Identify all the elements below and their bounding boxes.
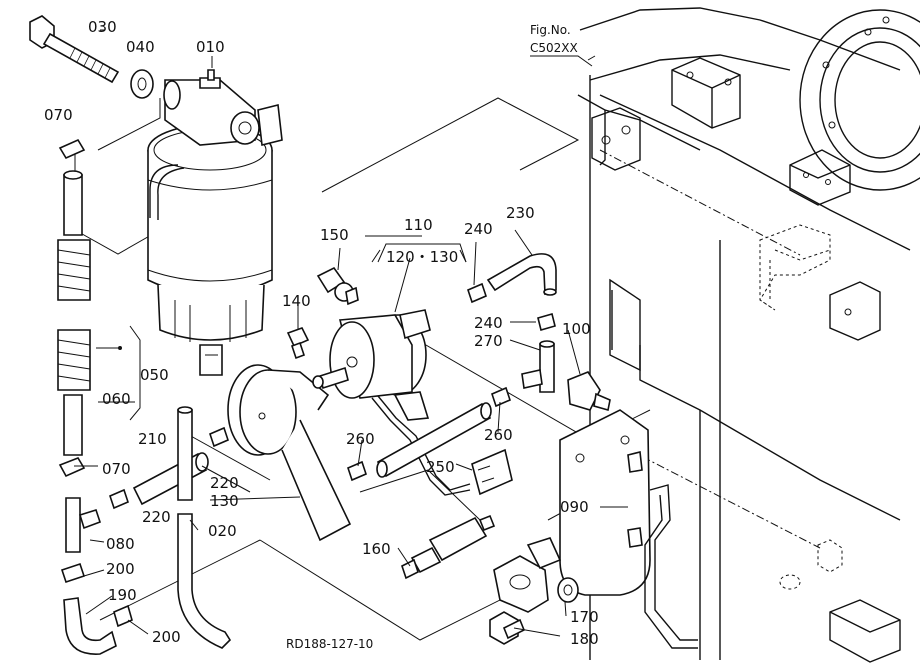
- callout-020: 020: [208, 522, 237, 540]
- callout-ticks: [74, 29, 628, 637]
- figure-info: Fig.No. C502XX RD188-127-10: [286, 23, 593, 651]
- callout-200-lower: 200: [152, 628, 181, 646]
- callout-250: 250: [426, 458, 455, 476]
- hose-pieces-center: [376, 402, 492, 478]
- fitting-140: [286, 327, 310, 360]
- collar-170: [557, 577, 579, 603]
- callout-230: 230: [506, 204, 535, 222]
- callout-210: 210: [138, 430, 167, 448]
- callout-labels: 030 040 010 070 050 060 070 080 200 190 …: [44, 18, 599, 648]
- callout-070-bottom: 070: [102, 460, 131, 478]
- callout-150: 150: [320, 226, 349, 244]
- switch-160: [401, 514, 496, 580]
- flywheel-housing: [789, 9, 920, 206]
- fuel-pump-130: [227, 364, 352, 542]
- fig-no-value: C502XX: [530, 41, 578, 55]
- callout-050: 050: [140, 366, 169, 384]
- callout-060: 060: [102, 390, 131, 408]
- callout-220-left: 220: [142, 508, 171, 526]
- hose-210: [132, 452, 209, 506]
- clamp-260: [347, 386, 511, 482]
- mount-plate: [493, 537, 562, 613]
- callout-160: 160: [362, 540, 391, 558]
- fig-no-label: Fig.No.: [530, 23, 571, 37]
- fig-no-underline: [530, 55, 593, 67]
- hose-020: [177, 406, 232, 649]
- callout-180: 180: [570, 630, 599, 648]
- bolt-030: [29, 15, 120, 84]
- callout-120-130: 120・130: [386, 248, 458, 266]
- callout-220-right: 220: [210, 474, 239, 492]
- callout-260-left: 260: [346, 430, 375, 448]
- frame-bottom-right: [829, 599, 901, 663]
- ghost-nut: [599, 434, 843, 590]
- fitting-150: [316, 266, 359, 306]
- electric-fuel-pump-110: [312, 309, 471, 496]
- tee-270: [521, 340, 555, 393]
- clamp-220: [109, 426, 229, 510]
- callout-030: 030: [88, 18, 117, 36]
- callout-130: 130: [210, 492, 239, 510]
- washer-040: [130, 69, 154, 99]
- hose-230: [486, 253, 557, 296]
- callout-080: 080: [106, 535, 135, 553]
- callout-090: 090: [560, 498, 589, 516]
- bolt-180: [489, 611, 526, 645]
- callout-110-bracket: [377, 243, 467, 263]
- callout-200-upper: 200: [106, 560, 135, 578]
- callout-240-top: 240: [464, 220, 493, 238]
- ghost-mount-bracket: [599, 149, 831, 311]
- callout-070-top: 070: [44, 106, 73, 124]
- bracket-090: [559, 409, 698, 649]
- fuel-filter-assembly: [147, 69, 283, 376]
- frame-bracket-left: [591, 107, 641, 171]
- callout-100: 100: [562, 320, 591, 338]
- drawing-code: RD188-127-10: [286, 637, 373, 651]
- callout-110: 110: [404, 216, 433, 234]
- callout-260-right: 260: [484, 426, 513, 444]
- callout-240-mid: 240: [474, 314, 503, 332]
- callout-010: 010: [196, 38, 225, 56]
- clamp-240: [467, 282, 556, 331]
- callout-190: 190: [108, 586, 137, 604]
- frame-bracket-top: [671, 57, 741, 129]
- frame-bracket-right: [829, 281, 881, 341]
- nipple-100: [567, 371, 611, 412]
- callout-170: 170: [570, 608, 599, 626]
- connector-250: [471, 448, 513, 496]
- bracket-050: [96, 325, 141, 421]
- callout-270: 270: [474, 332, 503, 350]
- callout-140: 140: [282, 292, 311, 310]
- callout-040: 040: [126, 38, 155, 56]
